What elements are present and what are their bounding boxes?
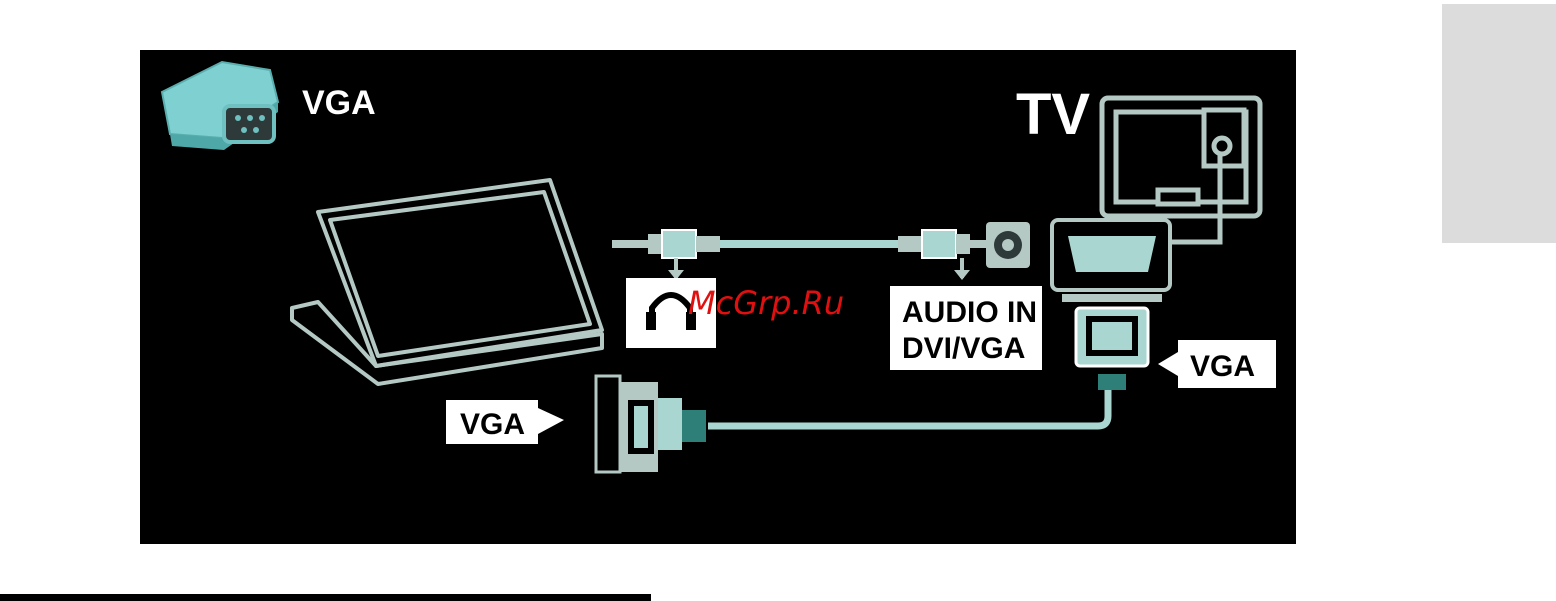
watermark: McGrp.Ru — [688, 284, 844, 322]
side-tab — [1442, 4, 1556, 243]
pc-vga-label: VGA — [446, 400, 564, 444]
vga-cable — [708, 390, 1108, 426]
audio-in-label-line2: DVI/VGA — [902, 332, 1025, 365]
header-connection-label: VGA — [302, 84, 376, 122]
tv-vga-connector — [1052, 220, 1170, 390]
tv-vga-label: VGA — [1158, 340, 1276, 388]
pc-vga-label-text: VGA — [460, 408, 525, 441]
bottom-rule — [0, 594, 651, 601]
audio-in-label-box: AUDIO IN DVI/VGA — [890, 286, 1042, 370]
tv-label: TV — [1016, 82, 1090, 147]
tv-vga-label-text: VGA — [1190, 350, 1255, 383]
vga-connector-icon — [162, 62, 278, 150]
audio-in-label-line1: AUDIO IN — [902, 296, 1037, 329]
laptop-icon — [292, 180, 602, 384]
pc-vga-connector — [596, 376, 706, 472]
connection-diagram: VGA TV — [140, 50, 1296, 544]
audio-cable — [612, 222, 1030, 280]
